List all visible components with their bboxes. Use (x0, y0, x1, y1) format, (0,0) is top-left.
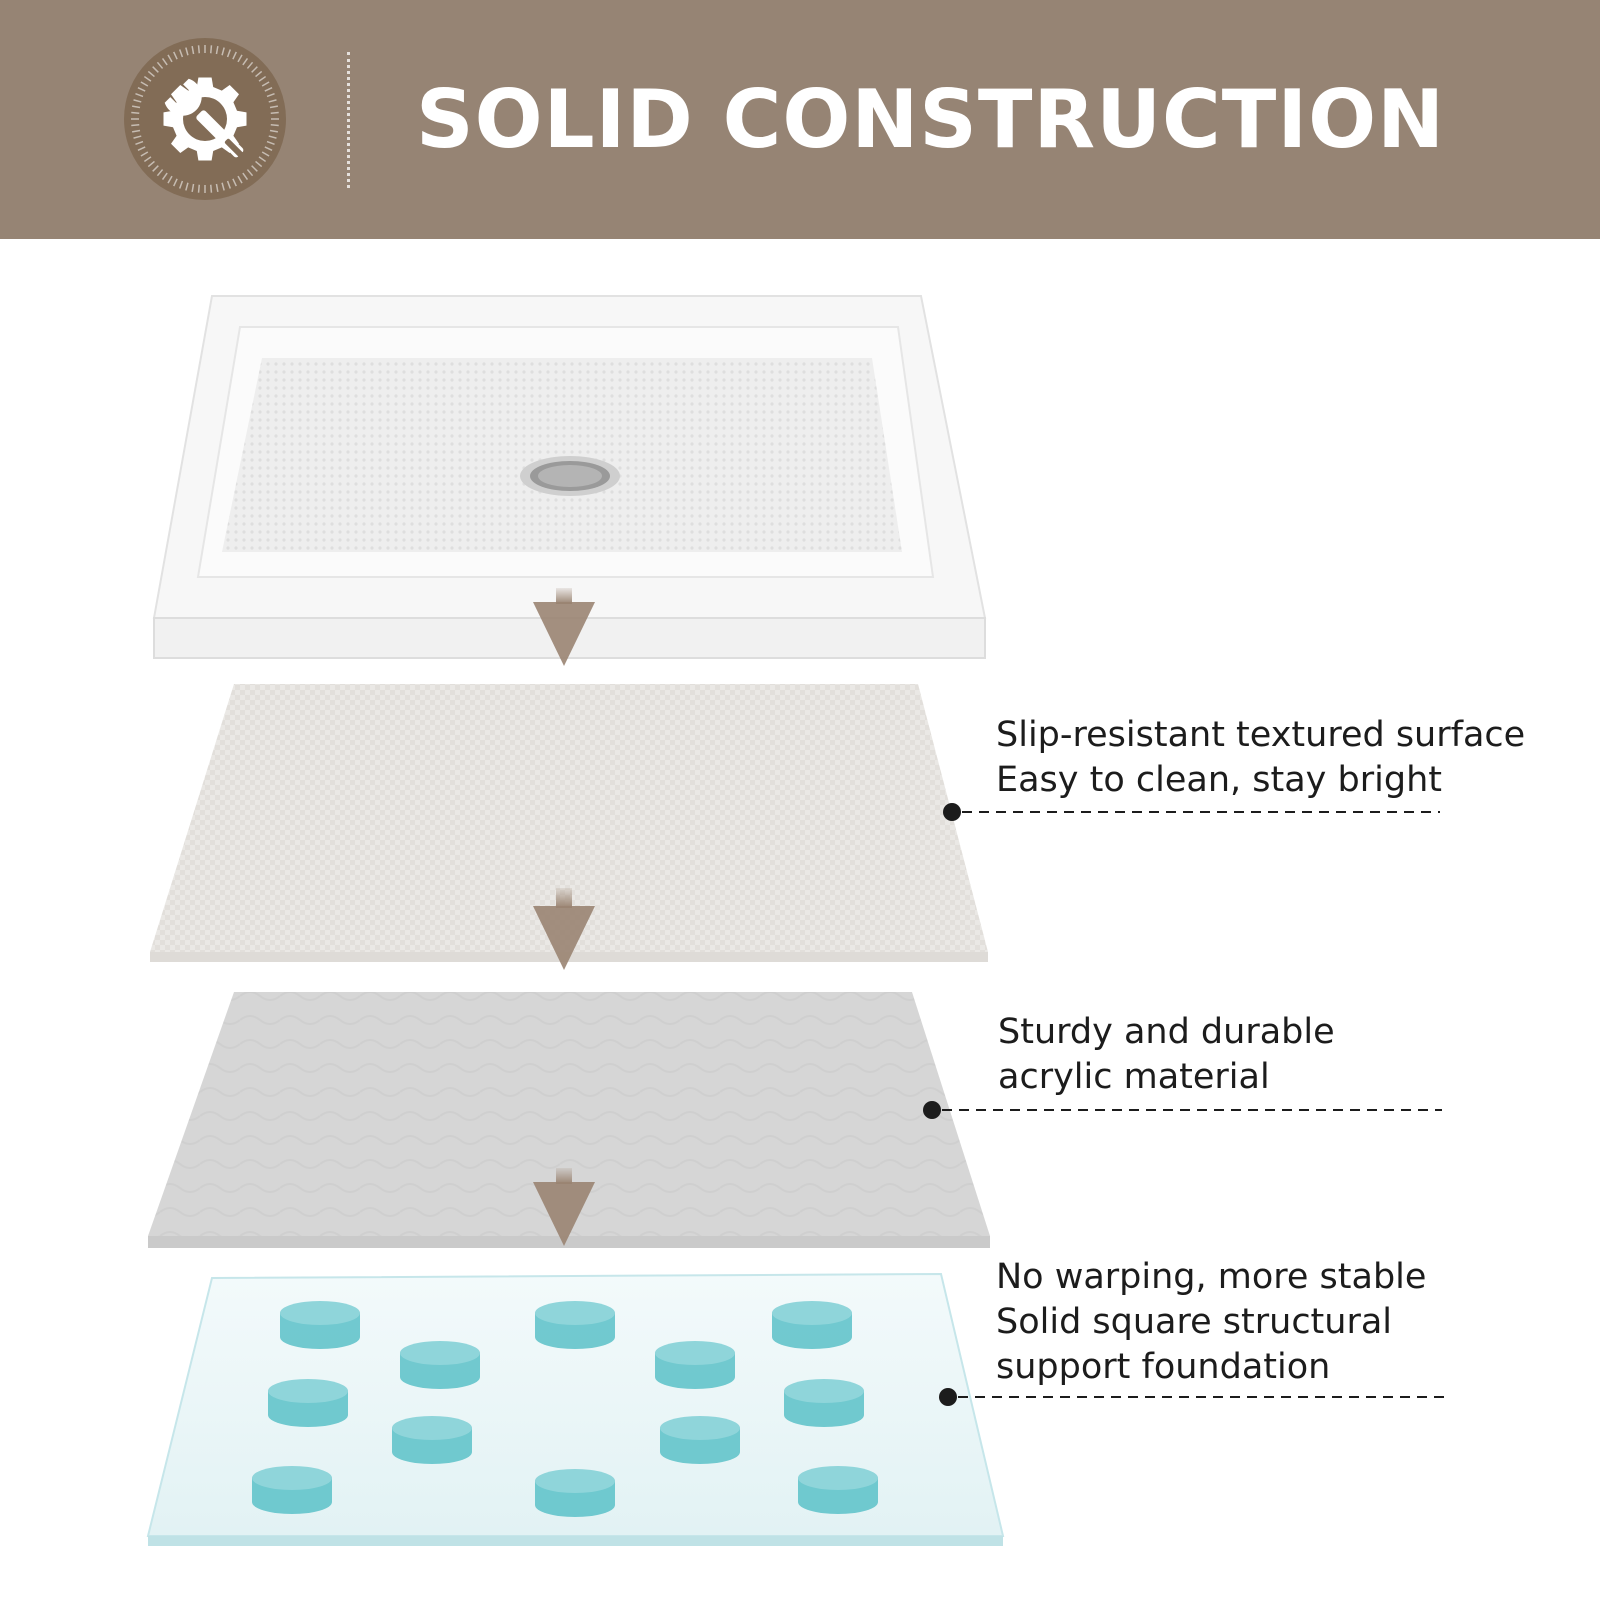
header-divider (347, 52, 350, 188)
page-title: SOLID CONSTRUCTION (416, 73, 1446, 166)
support-cylinder (772, 1301, 852, 1349)
support-foundation (146, 1272, 1005, 1546)
arrow-down-icon (533, 888, 595, 970)
shower-base (152, 295, 987, 659)
support-cylinder (400, 1341, 480, 1389)
support-cylinder (535, 1469, 615, 1517)
support-cylinder (798, 1466, 878, 1514)
support-cylinder (268, 1379, 348, 1427)
layers-illustration (146, 295, 1005, 1546)
callout-foundation: No warping, more stable Solid square str… (996, 1257, 1427, 1387)
arrow-down-icon (533, 588, 595, 666)
support-cylinder (535, 1301, 615, 1349)
gear-wrench-icon (124, 38, 286, 200)
arrow-down-icon (533, 1168, 595, 1246)
callout-acrylic: Sturdy and durable acrylic material (998, 1012, 1335, 1097)
support-cylinder (252, 1466, 332, 1514)
acrylic-layer (148, 992, 990, 1248)
support-cylinder (784, 1379, 864, 1427)
callout-slip-resistant: Slip-resistant textured surface Easy to … (996, 715, 1526, 800)
support-cylinder (280, 1301, 360, 1349)
support-cylinder (660, 1416, 740, 1464)
header-banner: SOLID CONSTRUCTION (0, 0, 1600, 239)
support-cylinder (392, 1416, 472, 1464)
support-cylinder (655, 1341, 735, 1389)
